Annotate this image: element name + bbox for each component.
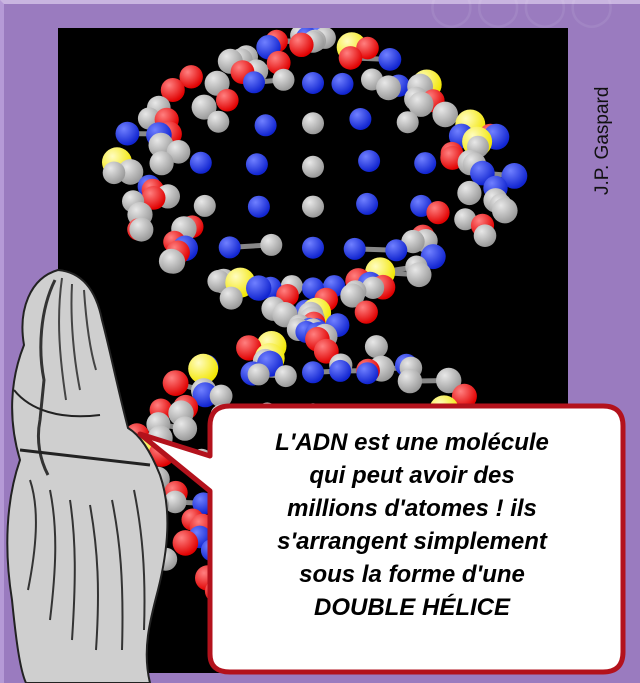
molecule-atom — [245, 153, 268, 176]
molecule-atom — [266, 50, 291, 75]
molecule-atom — [289, 32, 314, 57]
bubble-line: millions d'atomes ! ils — [287, 495, 537, 522]
molecule-atom — [115, 121, 140, 146]
molecule-atom — [343, 237, 366, 260]
molecule-atom — [172, 416, 198, 441]
molecule-atom — [219, 286, 243, 310]
molecule-atom — [254, 114, 277, 137]
molecule-atom — [204, 70, 230, 96]
molecule-atom — [102, 161, 126, 185]
molecule-atom — [209, 384, 233, 408]
molecule-atom — [163, 490, 187, 514]
dna-molecule-image — [58, 28, 568, 673]
molecule-atom — [414, 152, 437, 175]
bubble-line: qui peut avoir des — [309, 462, 515, 489]
molecule-atom — [243, 71, 265, 94]
molecule-atom — [473, 224, 497, 247]
molecule-atom — [246, 275, 272, 301]
photo-credit: J.P. Gaspard — [592, 86, 613, 195]
molecule-atom — [378, 48, 402, 71]
molecule-atom — [358, 150, 381, 172]
molecule-atom — [331, 72, 354, 95]
molecule-atom — [162, 370, 189, 396]
molecule-atom — [260, 233, 283, 256]
molecule-atom — [338, 46, 363, 70]
molecule-atom — [117, 159, 144, 185]
molecule-atom — [420, 244, 446, 270]
molecule-atom — [397, 368, 423, 394]
molecule-atom — [361, 276, 385, 299]
molecule-atom — [385, 239, 408, 262]
molecule-atom — [302, 72, 324, 94]
molecule-atom — [356, 36, 379, 60]
molecule-atom — [492, 197, 518, 224]
molecule-atom — [141, 186, 166, 210]
molecule-atom — [272, 68, 295, 91]
speech-bubble — [137, 403, 626, 675]
molecule-atom — [207, 269, 230, 293]
molecule-atom — [166, 140, 191, 164]
bubble-line: sous la forme d'une — [299, 561, 525, 588]
molecule-atom — [401, 229, 425, 254]
molecule-atom — [302, 195, 324, 218]
molecule-atom — [274, 365, 297, 388]
speech-bubble-text: L'ADN est une molécule qui peut avoir de… — [212, 426, 612, 624]
bubble-line: L'ADN est une molécule — [275, 429, 549, 456]
molecule-atom — [432, 101, 459, 128]
molecule-atom — [161, 250, 186, 274]
girl-illustration — [6, 268, 169, 683]
molecule-atom — [426, 201, 450, 225]
watermark-decoration: ◯◯◯◯ — [428, 0, 616, 27]
molecule-atom — [129, 217, 154, 242]
molecule-atom — [302, 155, 324, 178]
molecule-atom — [457, 180, 482, 206]
molecule-atom — [364, 335, 388, 359]
molecule-atom — [302, 361, 324, 384]
molecule-atom — [329, 359, 352, 382]
molecule-atom — [451, 383, 477, 409]
molecule-atom — [188, 353, 219, 384]
molecule-atom — [396, 111, 419, 134]
molecule-atom — [189, 151, 212, 174]
molecule-atom — [376, 75, 401, 101]
molecule-atom — [302, 236, 324, 259]
molecule-atom — [160, 78, 185, 102]
molecule-atom — [340, 283, 365, 308]
molecule-atom — [247, 363, 270, 386]
molecule-atom — [218, 236, 241, 259]
molecule-atom — [354, 300, 378, 324]
molecule-atom — [193, 194, 216, 217]
molecule-atom — [191, 94, 217, 120]
molecule-atom — [207, 110, 230, 133]
molecule-atom — [349, 108, 372, 130]
molecule-atom — [172, 530, 199, 556]
molecule-atom — [302, 112, 324, 135]
molecule-atom — [356, 192, 379, 215]
molecule-atom — [149, 151, 174, 176]
bubble-line: DOUBLE HÉLICE — [313, 594, 510, 621]
molecule-atom — [216, 88, 239, 112]
molecule-atom — [179, 65, 203, 89]
molecule-atom — [406, 262, 432, 288]
molecule-atom — [501, 163, 528, 189]
molecule-atom — [356, 362, 379, 385]
molecule-atom — [247, 195, 270, 218]
molecule-atom — [436, 367, 462, 394]
bubble-line: s'arrangent simplement — [277, 528, 547, 555]
molecule-atom — [408, 91, 434, 117]
molecule-atom — [454, 208, 477, 231]
